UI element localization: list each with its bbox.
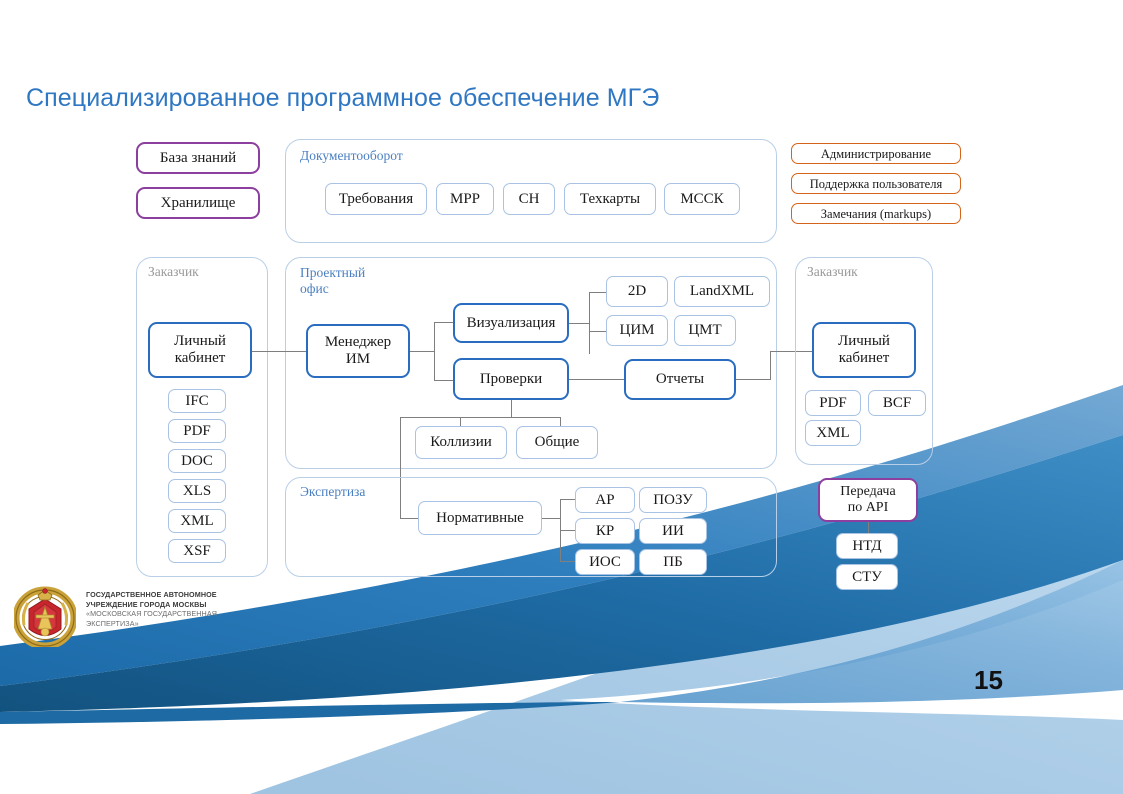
node-format-bcf[interactable]: BCF	[868, 390, 926, 416]
node-format-xml-right[interactable]: XML	[805, 420, 861, 446]
connector-manager-vertical	[434, 322, 435, 380]
connector-bus-to-normativnye	[400, 417, 401, 518]
node-stu[interactable]: СТУ	[836, 564, 898, 590]
connector-proverki-down	[511, 400, 512, 417]
node-ii[interactable]: ИИ	[639, 518, 707, 544]
node-format-pdf-left[interactable]: PDF	[168, 419, 226, 443]
node-format-xsf[interactable]: XSF	[168, 539, 226, 563]
org-line-4: ЭКСПЕРТИЗА»	[86, 618, 139, 628]
connector-proverki-otchety	[569, 379, 625, 380]
node-format-pdf-right[interactable]: PDF	[805, 390, 861, 416]
node-sn[interactable]: СН	[503, 183, 555, 215]
connector-to-visualization	[434, 322, 454, 323]
node-mrr[interactable]: МРР	[436, 183, 494, 215]
node-tehkarty[interactable]: Техкарты	[564, 183, 656, 215]
connector-bus-to-kollizii	[460, 417, 461, 430]
connector-to-normativnye	[400, 518, 418, 519]
org-line-2: УЧРЕЖДЕНИЕ ГОРОДА МОСКВЫ	[86, 599, 207, 609]
node-format-ifc[interactable]: IFC	[168, 389, 226, 413]
node-lichnyy-kabinet-right[interactable]: Личный кабинет	[812, 322, 916, 378]
node-tsmt[interactable]: ЦМТ	[674, 315, 736, 346]
connector-kabinet-manager	[252, 351, 306, 352]
node-lichnyy-kabinet-left[interactable]: Личный кабинет	[148, 322, 252, 378]
page-number: 15	[974, 665, 1003, 695]
panel-customer-right	[795, 257, 933, 465]
node-pb[interactable]: ПБ	[639, 549, 707, 575]
connector-viz-to-2d	[589, 292, 607, 293]
connector-checks-bus	[400, 417, 560, 418]
panel-expertise	[285, 477, 777, 577]
panel-expertise-label: Экспертиза	[300, 484, 366, 499]
connector-to-ar	[560, 499, 575, 500]
node-vizualizatsiya[interactable]: Визуализация	[453, 303, 569, 343]
page-title: Специализированное программное обеспечен…	[26, 84, 660, 112]
node-otchety[interactable]: Отчеты	[624, 359, 736, 400]
node-zamechaniya-markups[interactable]: Замечания (markups)	[791, 203, 961, 224]
node-administrirovanie[interactable]: Администрирование	[791, 143, 961, 164]
connector-api-to-ntd	[868, 522, 869, 533]
node-menedzher-im[interactable]: Менеджер ИМ	[306, 324, 410, 378]
node-podderzhka-polzovatelya[interactable]: Поддержка пользователя	[791, 173, 961, 194]
panel-customer-left-label: Заказчик	[148, 264, 199, 279]
node-landxml[interactable]: LandXML	[674, 276, 770, 307]
node-obshchie[interactable]: Общие	[516, 426, 598, 459]
connector-bus-to-obshchie	[560, 417, 561, 430]
node-ios[interactable]: ИОС	[575, 549, 635, 575]
node-peredacha-po-api[interactable]: Передача по API	[818, 478, 918, 522]
panel-document-flow-label: Документооборот	[300, 148, 403, 163]
node-kr[interactable]: КР	[575, 518, 635, 544]
node-2d[interactable]: 2D	[606, 276, 668, 307]
connector-otchety-right-vertical	[770, 351, 771, 380]
connector-normativnye-stub	[542, 518, 560, 519]
org-line-1: ГОСУДАРСТВЕННОЕ АВТОНОМНОЕ	[86, 590, 217, 599]
node-mssk[interactable]: МССК	[664, 183, 740, 215]
connector-right-kabinet	[770, 351, 812, 352]
panel-customer-right-label: Заказчик	[807, 264, 858, 279]
node-format-doc[interactable]: DOC	[168, 449, 226, 473]
moscow-expertise-emblem-icon	[14, 586, 76, 647]
node-trebovaniya[interactable]: Требования	[325, 183, 427, 215]
panel-project-office	[285, 257, 777, 469]
node-format-xml-left[interactable]: XML	[168, 509, 226, 533]
connector-viz-stub	[569, 323, 589, 324]
connector-manager-stub	[410, 351, 434, 352]
connector-to-checks	[434, 380, 454, 381]
org-name-block: ГОСУДАРСТВЕННОЕ АВТОНОМНОЕ УЧРЕЖДЕНИЕ ГО…	[86, 590, 261, 628]
panel-document-flow	[285, 139, 777, 243]
node-proverki[interactable]: Проверки	[453, 358, 569, 400]
node-hranilishche[interactable]: Хранилище	[136, 187, 260, 219]
org-line-3: «МОСКОВСКАЯ ГОСУДАРСТВЕННАЯ	[86, 609, 218, 619]
node-baza-znaniy[interactable]: База знаний	[136, 142, 260, 174]
panel-project-office-label: Проектный офис	[300, 265, 366, 296]
node-ar[interactable]: АР	[575, 487, 635, 513]
node-kollizii[interactable]: Коллизии	[415, 426, 507, 459]
connector-viz-to-tsim	[589, 331, 607, 332]
panel-customer-left	[136, 257, 268, 577]
connector-to-ios	[560, 561, 575, 562]
node-tsim[interactable]: ЦИМ	[606, 315, 668, 346]
connector-to-kr	[560, 530, 575, 531]
node-ntd[interactable]: НТД	[836, 533, 898, 559]
node-normativnye[interactable]: Нормативные	[418, 501, 542, 535]
connector-otchety-right-stub	[736, 379, 770, 380]
node-pozu[interactable]: ПОЗУ	[639, 487, 707, 513]
footer-logo: ГОСУДАРСТВЕННОЕ АВТОНОМНОЕ УЧРЕЖДЕНИЕ ГО…	[14, 585, 264, 647]
node-format-xls[interactable]: XLS	[168, 479, 226, 503]
connector-viz-vertical	[589, 292, 590, 354]
